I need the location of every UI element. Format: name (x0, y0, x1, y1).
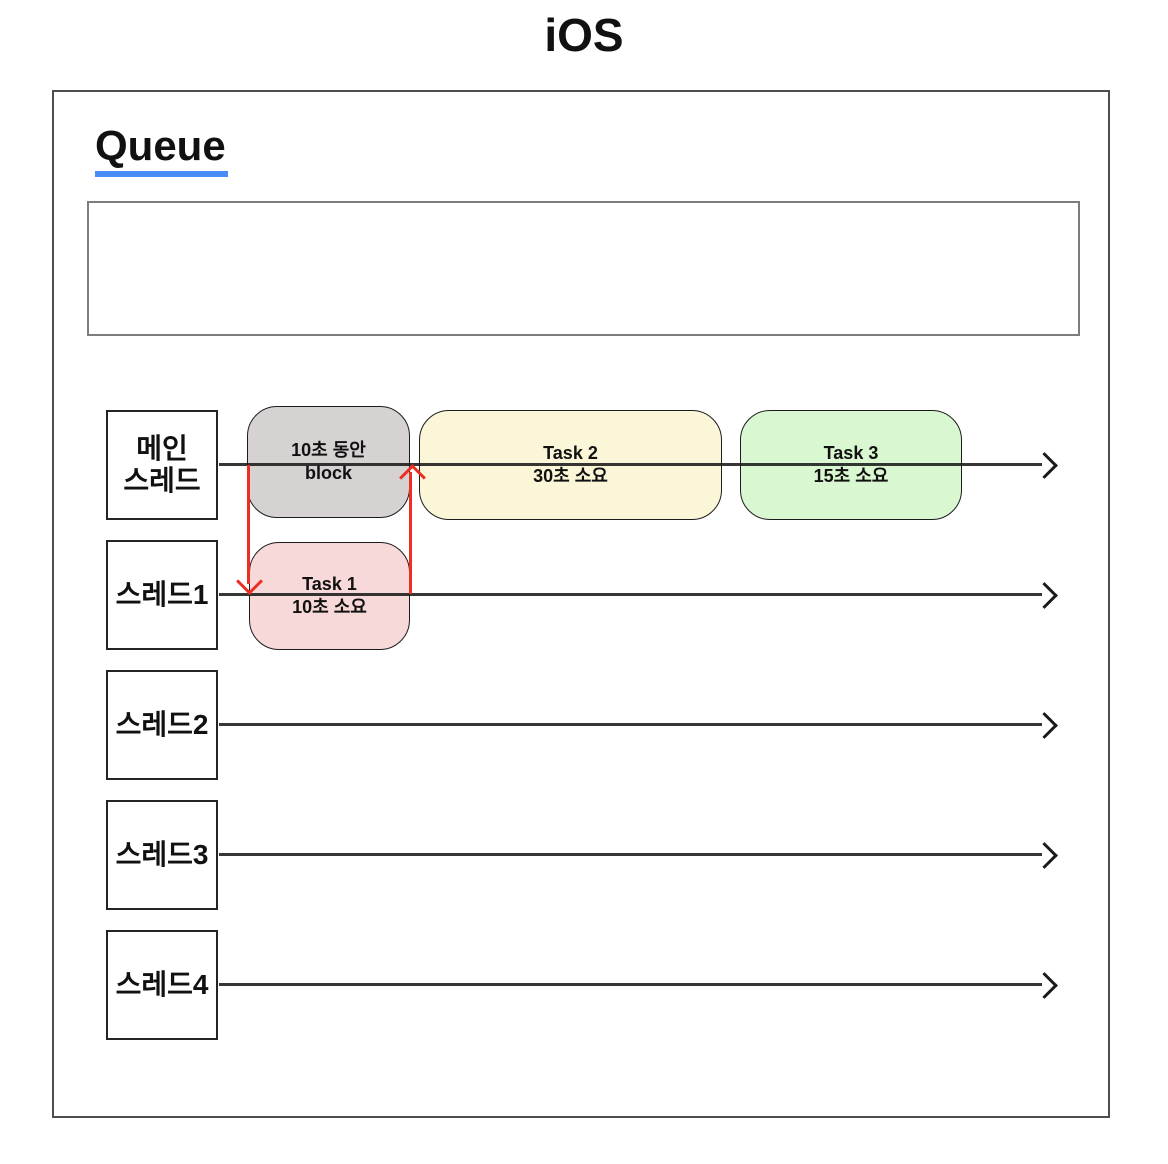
task-title: 10초 동안 (291, 439, 366, 460)
thread-label-text: 메인 (136, 432, 188, 464)
thread-label-text: 스레드2 (115, 708, 209, 740)
task-duration: 10초 소요 (292, 597, 367, 617)
ios-frame: Queue 메인 스레드 스레드1 스레드2 스레드3 (52, 90, 1110, 1118)
task-duration: 15초 소요 (813, 466, 889, 486)
timeline-thread3 (219, 853, 1042, 856)
task-duration: block (304, 463, 352, 483)
block-box: 10초 동안 block (247, 406, 410, 518)
thread-label-thread4: 스레드4 (106, 930, 218, 1040)
thread-label-main: 메인 스레드 (106, 410, 218, 520)
arrowhead-right-icon (1031, 712, 1058, 739)
thread-label-text: 스레드4 (115, 968, 209, 1000)
queue-heading: Queue (95, 122, 228, 177)
task-title: Task 1 (302, 573, 357, 594)
thread-label-thread3: 스레드3 (106, 800, 218, 910)
thread-label-text: 스레드 (123, 465, 201, 496)
arrowhead-right-icon (1031, 452, 1058, 479)
timeline-main (219, 463, 1042, 466)
timeline-thread4 (219, 983, 1042, 986)
timeline-thread1 (219, 593, 1042, 596)
thread-label-thread2: 스레드2 (106, 670, 218, 780)
timeline-thread2 (219, 723, 1042, 726)
arrowhead-right-icon (1031, 972, 1058, 999)
task-title: Task 2 (543, 442, 598, 463)
page-title: iOS (544, 9, 624, 61)
task-title: Task 3 (823, 442, 879, 463)
thread-label-text: 스레드1 (115, 578, 209, 610)
thread-label-thread1: 스레드1 (106, 540, 218, 650)
arrowhead-right-icon (1031, 842, 1058, 869)
thread-label-text: 스레드3 (115, 838, 209, 870)
arrowhead-right-icon (1031, 582, 1058, 609)
return-arrow-to-main (409, 472, 412, 594)
dispatch-arrow-to-thread1 (247, 465, 250, 584)
queue-box (87, 201, 1080, 336)
task1-box: Task 1 10초 소요 (249, 542, 410, 650)
task-duration: 30초 소요 (533, 466, 608, 486)
